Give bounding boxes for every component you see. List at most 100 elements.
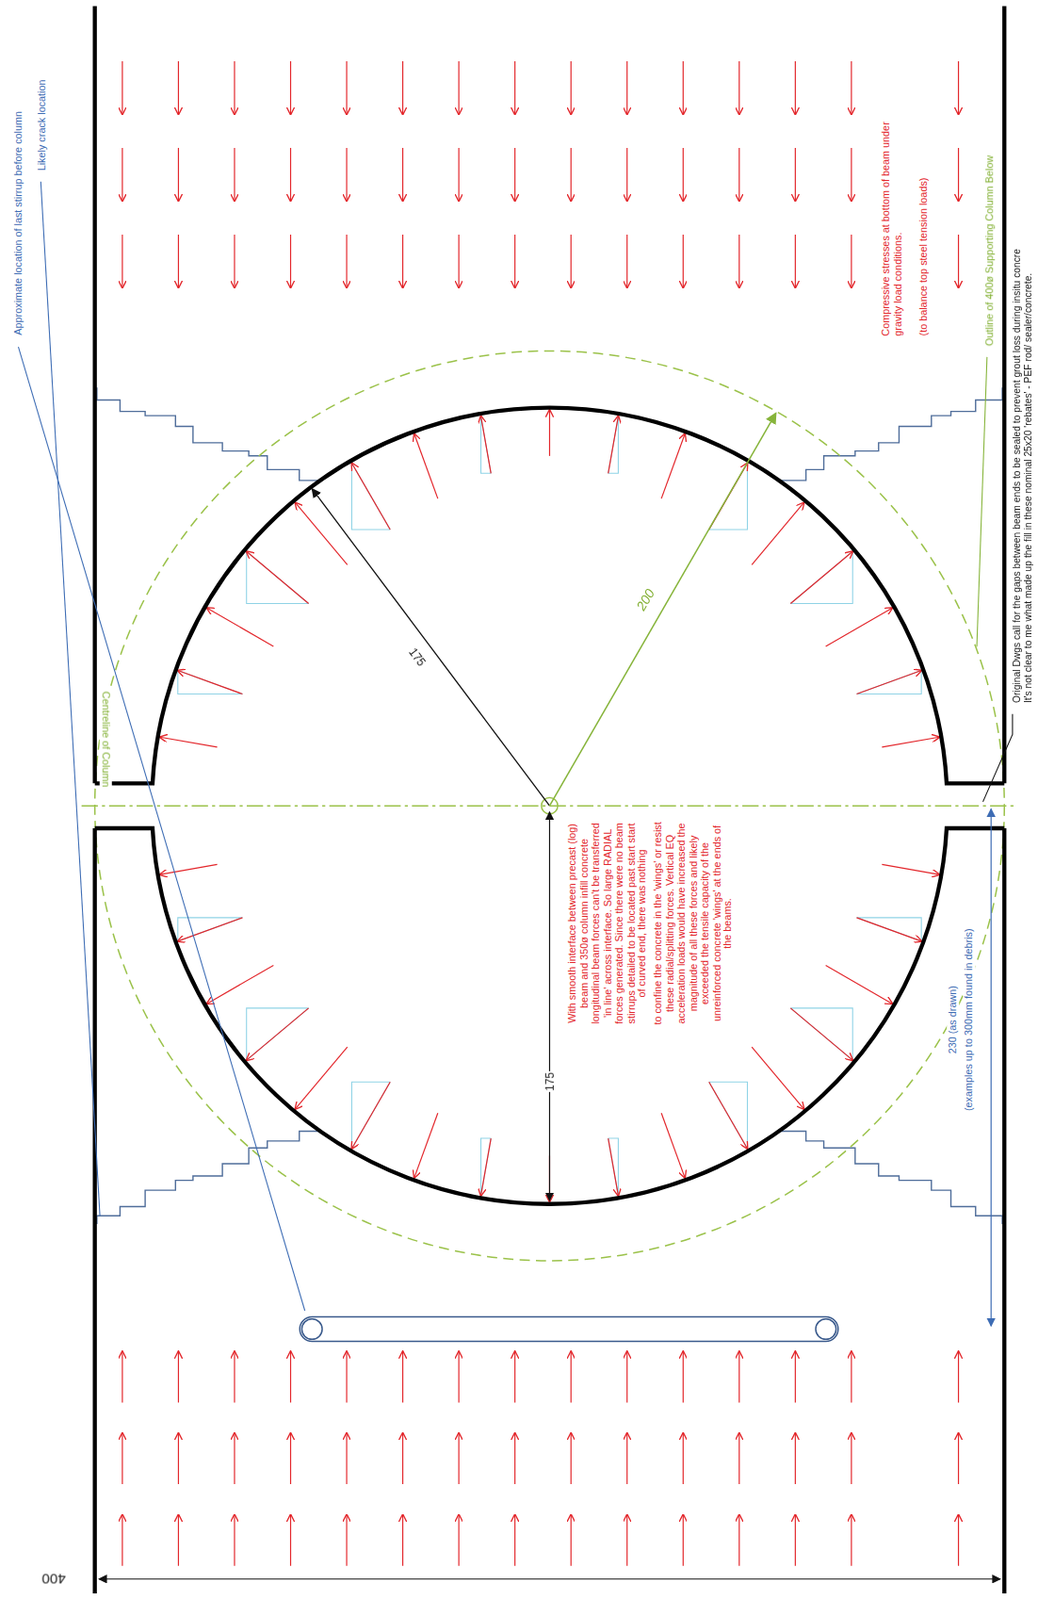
- stress-arrow: [570, 147, 572, 201]
- stress-arrow: [514, 1350, 516, 1402]
- stress-arrow: [121, 1514, 123, 1566]
- radial-force-arrow: [178, 917, 244, 941]
- radial-force-arrow: [856, 917, 922, 941]
- stress-arrow: [794, 61, 796, 114]
- dimension-line: [990, 808, 992, 1326]
- radial-force-arrow: [207, 607, 275, 647]
- radius-line: [549, 412, 776, 806]
- stress-arrow: [233, 1350, 235, 1402]
- beam-end-curve: [95, 407, 1006, 784]
- radial-force-arrow: [246, 1007, 309, 1060]
- stress-arrow: [682, 1514, 684, 1566]
- stress-arrow: [626, 234, 628, 288]
- stress-arrow: [850, 147, 852, 201]
- leader-line: [17, 346, 305, 1311]
- explanation-note: With smooth interface between precast (l…: [566, 816, 649, 1028]
- stress-arrow: [233, 61, 235, 114]
- radial-force-arrow: [790, 1007, 853, 1060]
- stress-arrow: [626, 61, 628, 114]
- dimension-value: 175: [405, 644, 429, 669]
- stress-arrow: [345, 1432, 347, 1484]
- stress-arrow: [233, 147, 235, 201]
- stress-note: Compressive stresses at bottom of beam u…: [880, 110, 905, 337]
- stress-arrow: [682, 1350, 684, 1402]
- stress-arrow: [570, 234, 572, 288]
- stress-arrow: [794, 1514, 796, 1566]
- radial-force-arrow: [246, 551, 309, 603]
- stress-arrow: [290, 234, 292, 288]
- stress-arrow: [514, 234, 516, 288]
- stress-arrow: [850, 1432, 852, 1484]
- stress-arrow: [458, 234, 460, 288]
- radial-force-arrow: [178, 670, 244, 695]
- stress-arrow: [794, 234, 796, 288]
- crack-line: [97, 1131, 322, 1225]
- stress-arrow: [514, 61, 516, 114]
- stress-arrow: [178, 1350, 179, 1402]
- stress-arrow: [458, 1350, 460, 1402]
- stress-arrow: [626, 1432, 628, 1484]
- radial-force-arrow: [294, 502, 347, 565]
- force-component-triangle: [856, 917, 922, 941]
- leader-line: [983, 713, 1013, 802]
- stress-arrow: [682, 1432, 684, 1484]
- stress-arrow: [458, 147, 460, 201]
- stress-arrow: [738, 1432, 740, 1484]
- radial-force-arrow: [481, 1137, 492, 1196]
- dimension-note: 230 (as drawn): [946, 984, 958, 1055]
- stress-arrow: [957, 147, 959, 201]
- stress-arrow: [402, 1350, 404, 1402]
- radial-force-arrow: [751, 502, 804, 565]
- force-component-triangle: [178, 917, 244, 941]
- force-component-triangle: [481, 416, 492, 474]
- stress-arrow: [178, 1432, 179, 1484]
- stress-arrow: [626, 1514, 628, 1566]
- stress-arrow: [514, 147, 516, 201]
- stress-arrow: [290, 1432, 292, 1484]
- drawing-note: It's not clear to me what made up the fi…: [1022, 271, 1035, 703]
- radial-force-arrow: [826, 607, 893, 647]
- radius-line: [311, 488, 550, 807]
- leader-line: [976, 356, 988, 647]
- radial-force-arrow: [294, 1046, 347, 1109]
- radial-force-arrow: [414, 433, 438, 499]
- stress-note: (to balance top steel tension loads): [917, 176, 929, 337]
- force-component-triangle: [246, 551, 309, 603]
- stress-arrow: [626, 1350, 628, 1402]
- stress-arrow: [402, 234, 404, 288]
- radial-force-arrow: [790, 551, 853, 603]
- stress-arrow: [178, 61, 179, 114]
- force-component-triangle: [246, 1007, 309, 1060]
- force-component-triangle: [481, 1137, 492, 1196]
- force-component-triangle: [709, 1081, 748, 1149]
- stress-arrow: [682, 234, 684, 288]
- radial-force-arrow: [751, 1046, 804, 1109]
- centreline-label: Centreline of Column: [99, 690, 112, 789]
- stress-arrow: [570, 1514, 572, 1566]
- stress-arrow: [458, 1432, 460, 1484]
- stress-arrow: [402, 1514, 404, 1566]
- stress-arrow: [345, 1514, 347, 1566]
- dimension-value: 200: [633, 584, 660, 614]
- radial-force-arrow: [414, 1112, 438, 1178]
- beam-face: [93, 827, 98, 1593]
- stress-arrow: [957, 1514, 959, 1566]
- stress-arrow: [738, 61, 740, 114]
- stress-arrow: [121, 147, 123, 201]
- radial-force-arrow: [608, 416, 619, 474]
- radial-force-arrow: [207, 964, 275, 1004]
- stress-arrow: [178, 1514, 179, 1566]
- stress-arrow: [121, 61, 123, 114]
- force-component-triangle: [178, 670, 244, 695]
- leader-line: [40, 181, 100, 1217]
- stress-arrow: [957, 1432, 959, 1484]
- radial-force-arrow: [160, 863, 218, 875]
- stress-arrow: [290, 1350, 292, 1402]
- longitudinal-bar: [301, 1318, 323, 1340]
- stress-arrow: [570, 1432, 572, 1484]
- crack-line: [778, 1131, 1003, 1225]
- stress-arrow: [738, 147, 740, 201]
- callout-note: Approximate location of last stirrup bef…: [12, 110, 24, 337]
- drawing-note: Original Dwgs call for the gaps between …: [1010, 247, 1022, 704]
